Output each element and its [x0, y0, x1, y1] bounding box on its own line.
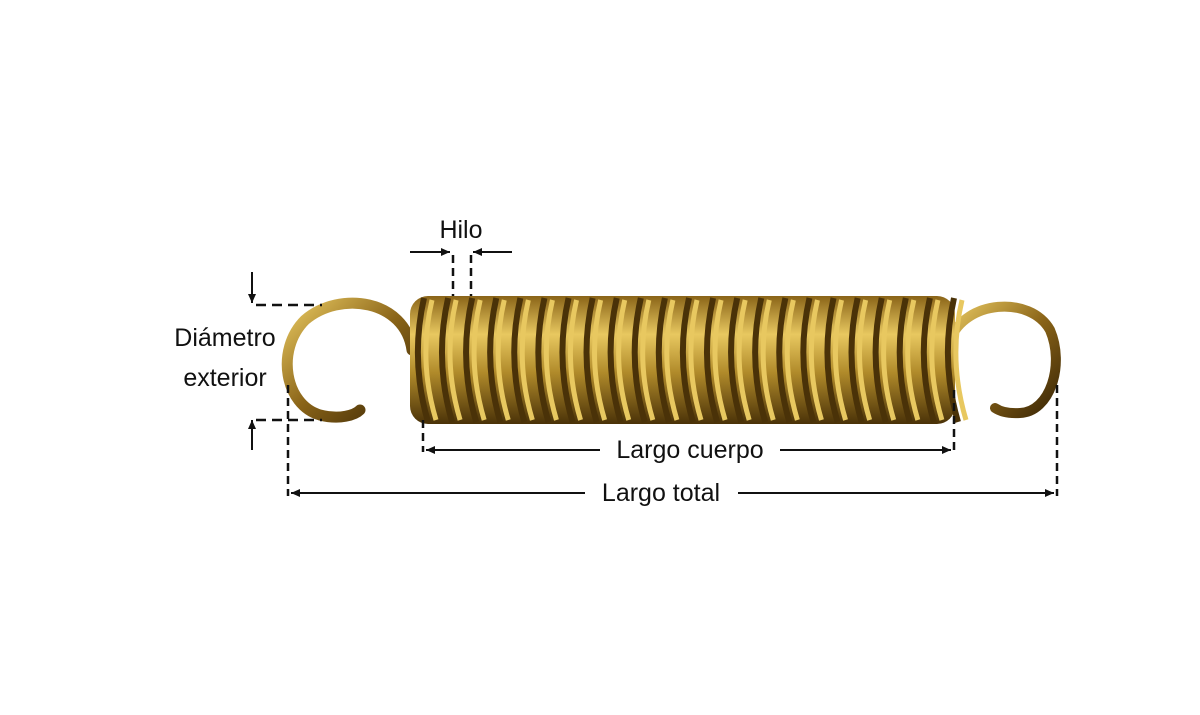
coil	[760, 299, 776, 421]
coil	[471, 299, 487, 421]
coil-shadow	[776, 297, 793, 423]
coil-shadow	[487, 297, 504, 423]
coil	[929, 299, 945, 421]
coil-shadow	[463, 297, 480, 423]
coil-shadow	[920, 297, 937, 423]
body-length-label: Largo cuerpo	[616, 436, 763, 464]
coil-shadow	[848, 297, 865, 423]
coil-shadow	[438, 297, 455, 423]
left-hook	[281, 297, 418, 423]
body-length-dimension: Largo cuerpo	[421, 390, 956, 464]
coil	[567, 299, 583, 421]
coil-shadow	[631, 297, 648, 423]
coil	[495, 299, 511, 421]
right-hook	[945, 301, 1061, 419]
coil-shadow	[559, 297, 576, 423]
coil-shadow	[655, 297, 672, 423]
total-length-dimension: Largo total	[286, 385, 1059, 507]
coil	[857, 299, 873, 421]
coil-shadow	[607, 297, 624, 423]
coil	[905, 299, 921, 421]
outer-diameter-label-line1: Diámetro	[174, 324, 275, 352]
coil	[688, 299, 704, 421]
coil-shadow	[728, 297, 745, 423]
coil	[592, 299, 608, 421]
coil-shadow	[535, 297, 552, 423]
coil-shadow	[872, 297, 889, 423]
coil-shadow	[824, 297, 841, 423]
coil	[543, 299, 559, 421]
spring-image	[281, 296, 1061, 424]
outer-diameter-label-line2: exterior	[183, 364, 266, 392]
total-length-label: Largo total	[602, 479, 720, 507]
spring-coils	[414, 297, 969, 423]
coil-shadow	[583, 297, 600, 423]
coil-shadow	[896, 297, 913, 423]
coil-shadow	[414, 297, 431, 423]
coil	[712, 299, 728, 421]
coil	[784, 299, 800, 421]
wire-dimension: Hilo	[410, 216, 512, 296]
outer-diameter-dimension: Diámetro exterior	[174, 272, 322, 450]
coil	[881, 299, 897, 421]
coil-shadow	[703, 297, 720, 423]
coil	[953, 299, 969, 421]
coil-shadow	[800, 297, 817, 423]
coil	[616, 299, 632, 421]
coil	[519, 299, 535, 421]
coil-shadow	[511, 297, 528, 423]
coil	[640, 299, 656, 421]
coil	[447, 299, 463, 421]
coil-shadow	[752, 297, 769, 423]
coil	[832, 299, 848, 421]
coil	[808, 299, 824, 421]
coil	[423, 299, 439, 421]
coil	[736, 299, 752, 421]
wire-label: Hilo	[439, 216, 482, 244]
coil-shadow	[679, 297, 696, 423]
coil	[664, 299, 680, 421]
